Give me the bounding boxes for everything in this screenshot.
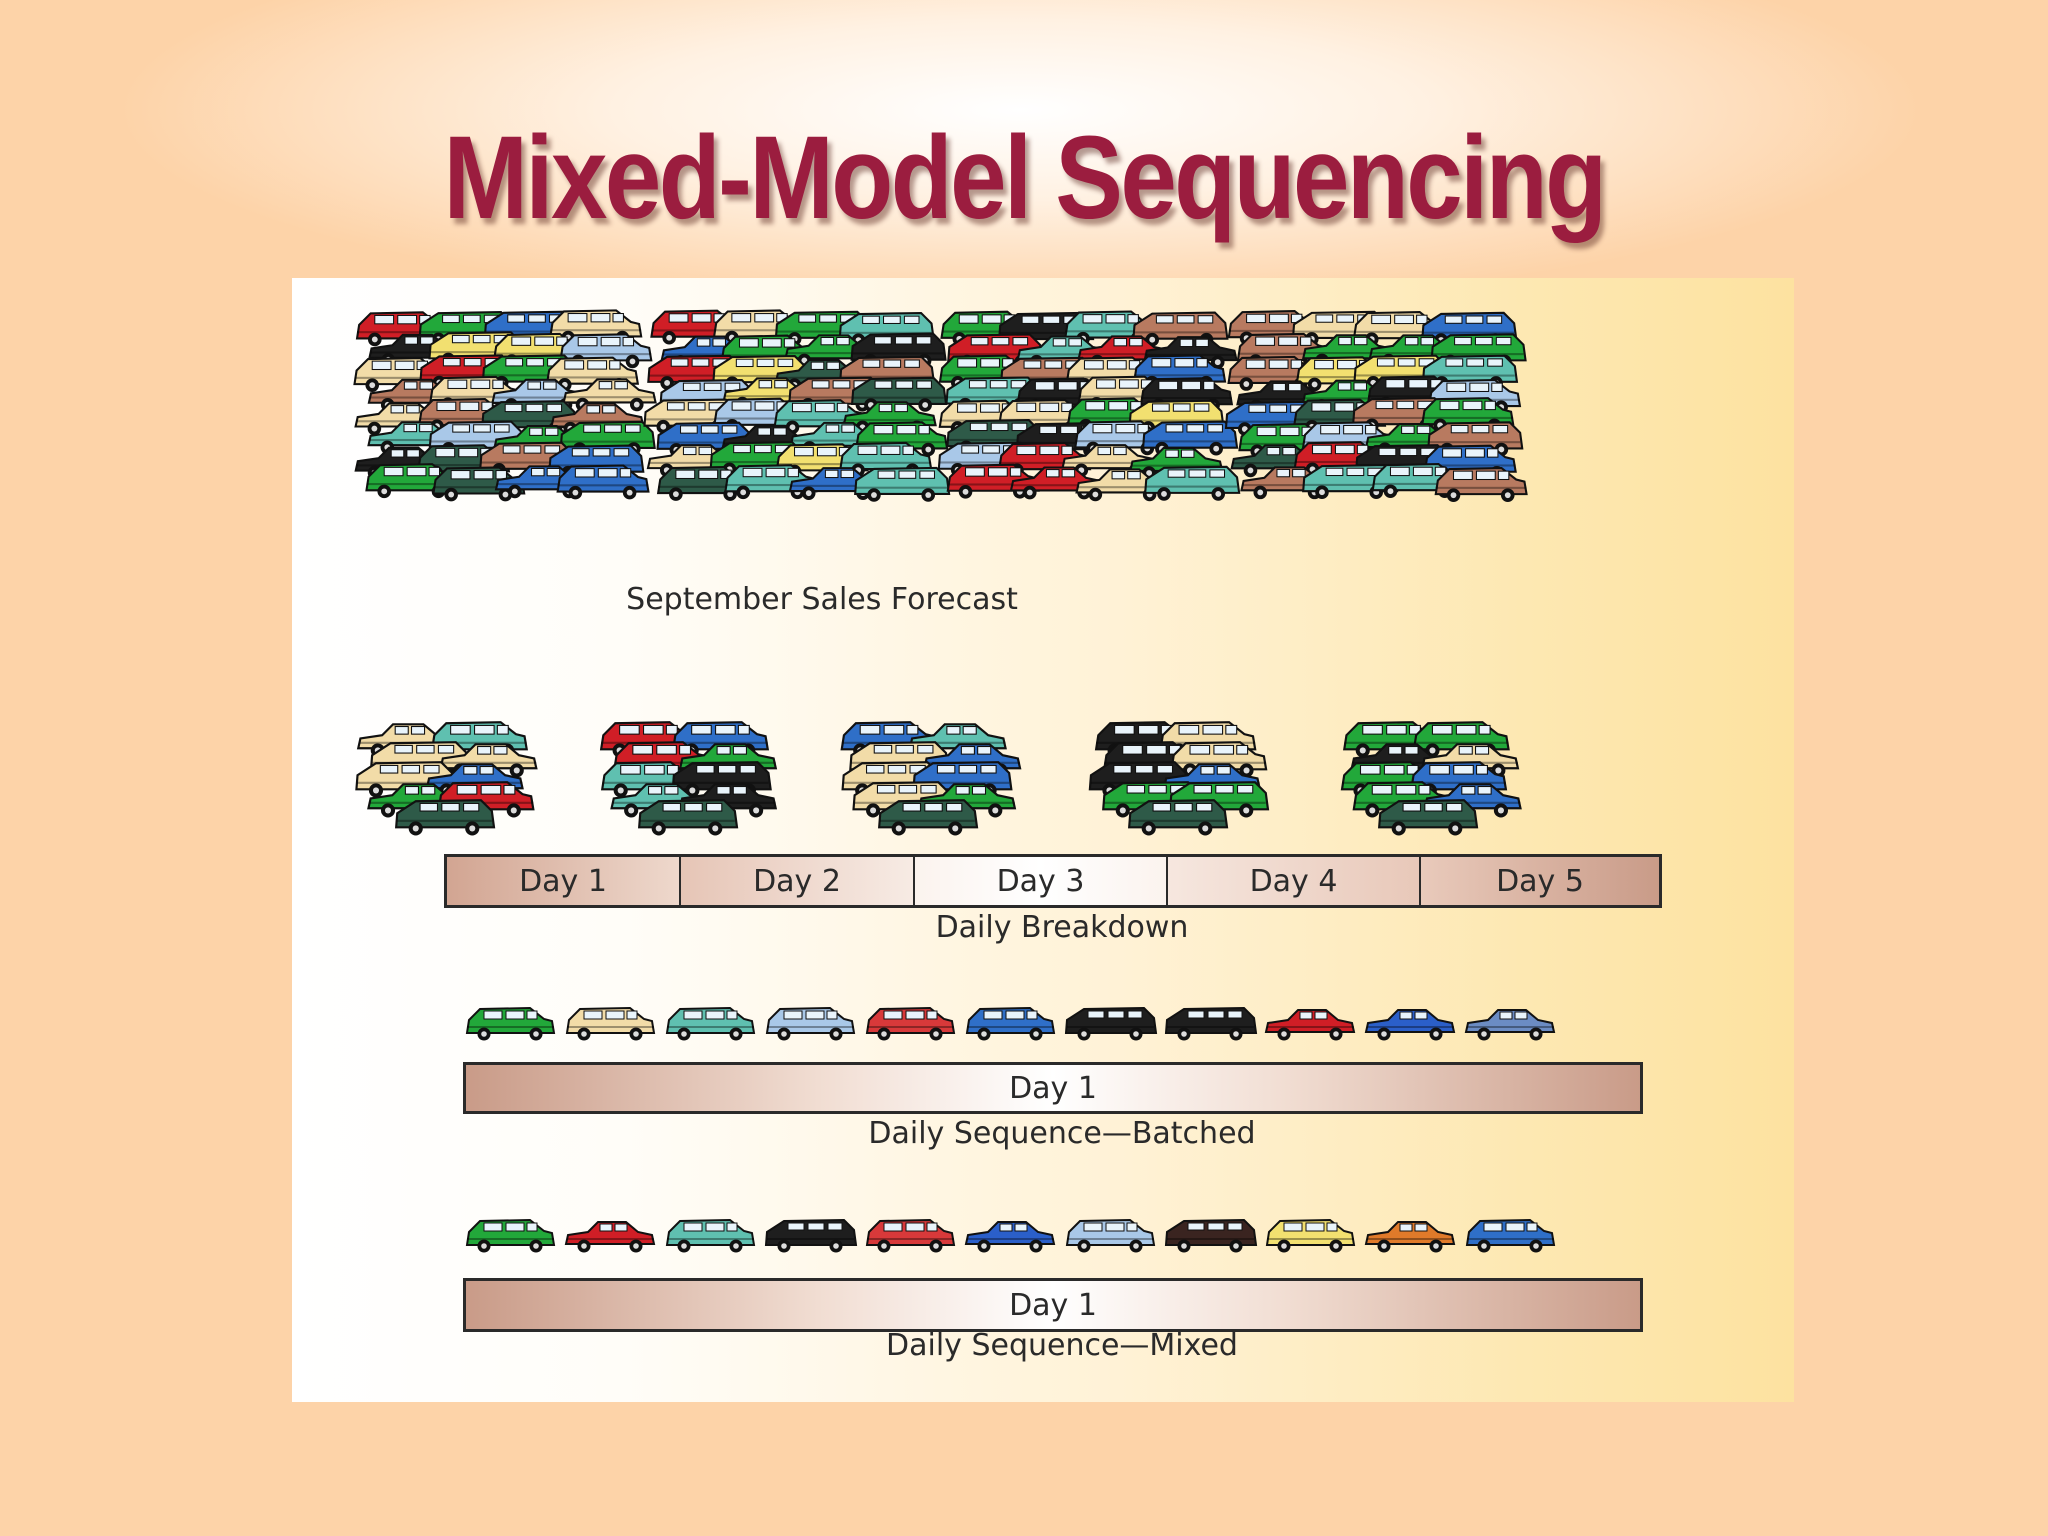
day-cell-3: Day 3 [913, 857, 1166, 905]
forecast-caption: September Sales Forecast [626, 582, 1018, 617]
car-icon [562, 378, 657, 412]
car-icon [556, 464, 650, 500]
car-icon [1164, 1218, 1258, 1253]
car-icon [1065, 1218, 1156, 1253]
breakdown-caption: Daily Breakdown [935, 910, 1189, 945]
car-icon [1064, 1006, 1158, 1041]
car-icon [1264, 1009, 1356, 1041]
car-icon [764, 1218, 858, 1253]
daily-car-piles [355, 721, 1522, 836]
car-icon [1364, 1221, 1456, 1253]
car-icon [1410, 761, 1508, 798]
car-illustrations [353, 309, 1556, 1253]
car-icon [665, 1218, 756, 1253]
car-icon [1142, 420, 1239, 456]
car-icon [965, 1006, 1056, 1041]
mixed-caption: Daily Sequence—Mixed [886, 1328, 1238, 1363]
car-icon [1364, 1009, 1456, 1041]
diagram-panel: September Sales Forecast Day 1 Day 2 Day… [292, 278, 1794, 1402]
car-icon [1465, 1218, 1556, 1253]
car-icon [1378, 799, 1479, 836]
car-icon [878, 799, 979, 836]
batched-car-row [465, 1006, 1556, 1041]
car-icon [865, 1218, 956, 1253]
daily-breakdown-strip: Day 1 Day 2 Day 3 Day 4 Day 5 [444, 854, 1662, 908]
day-cell-5: Day 5 [1419, 857, 1659, 905]
car-icon [638, 799, 739, 836]
day-cell-2: Day 2 [679, 857, 913, 905]
car-icon [765, 1006, 856, 1041]
car-icon [1144, 465, 1241, 501]
day-cell-4: Day 4 [1166, 857, 1419, 905]
mixed-day-bar: Day 1 [463, 1278, 1643, 1332]
car-icon [465, 1006, 556, 1041]
car-icon [1164, 1006, 1258, 1041]
car-icon [564, 1221, 656, 1253]
batched-caption: Daily Sequence—Batched [868, 1116, 1256, 1151]
car-icon [1128, 799, 1229, 836]
slide-title: Mixed-Model Sequencing [443, 112, 1607, 244]
batched-day-bar: Day 1 [463, 1062, 1643, 1114]
car-icon [865, 1006, 956, 1041]
car-icon [854, 466, 951, 502]
car-icon [964, 1221, 1056, 1253]
car-icon [1170, 741, 1268, 778]
car-icon [1265, 1218, 1356, 1253]
forecast-car-pile [353, 309, 1528, 502]
car-icon [395, 799, 496, 836]
car-icon [1434, 466, 1528, 502]
car-icon [850, 376, 948, 412]
car-icon [665, 1006, 756, 1041]
mixed-car-row [465, 1218, 1556, 1253]
day-cell-1: Day 1 [447, 857, 679, 905]
car-icon [1464, 1009, 1556, 1041]
car-icon [465, 1218, 556, 1253]
car-icon [565, 1006, 656, 1041]
